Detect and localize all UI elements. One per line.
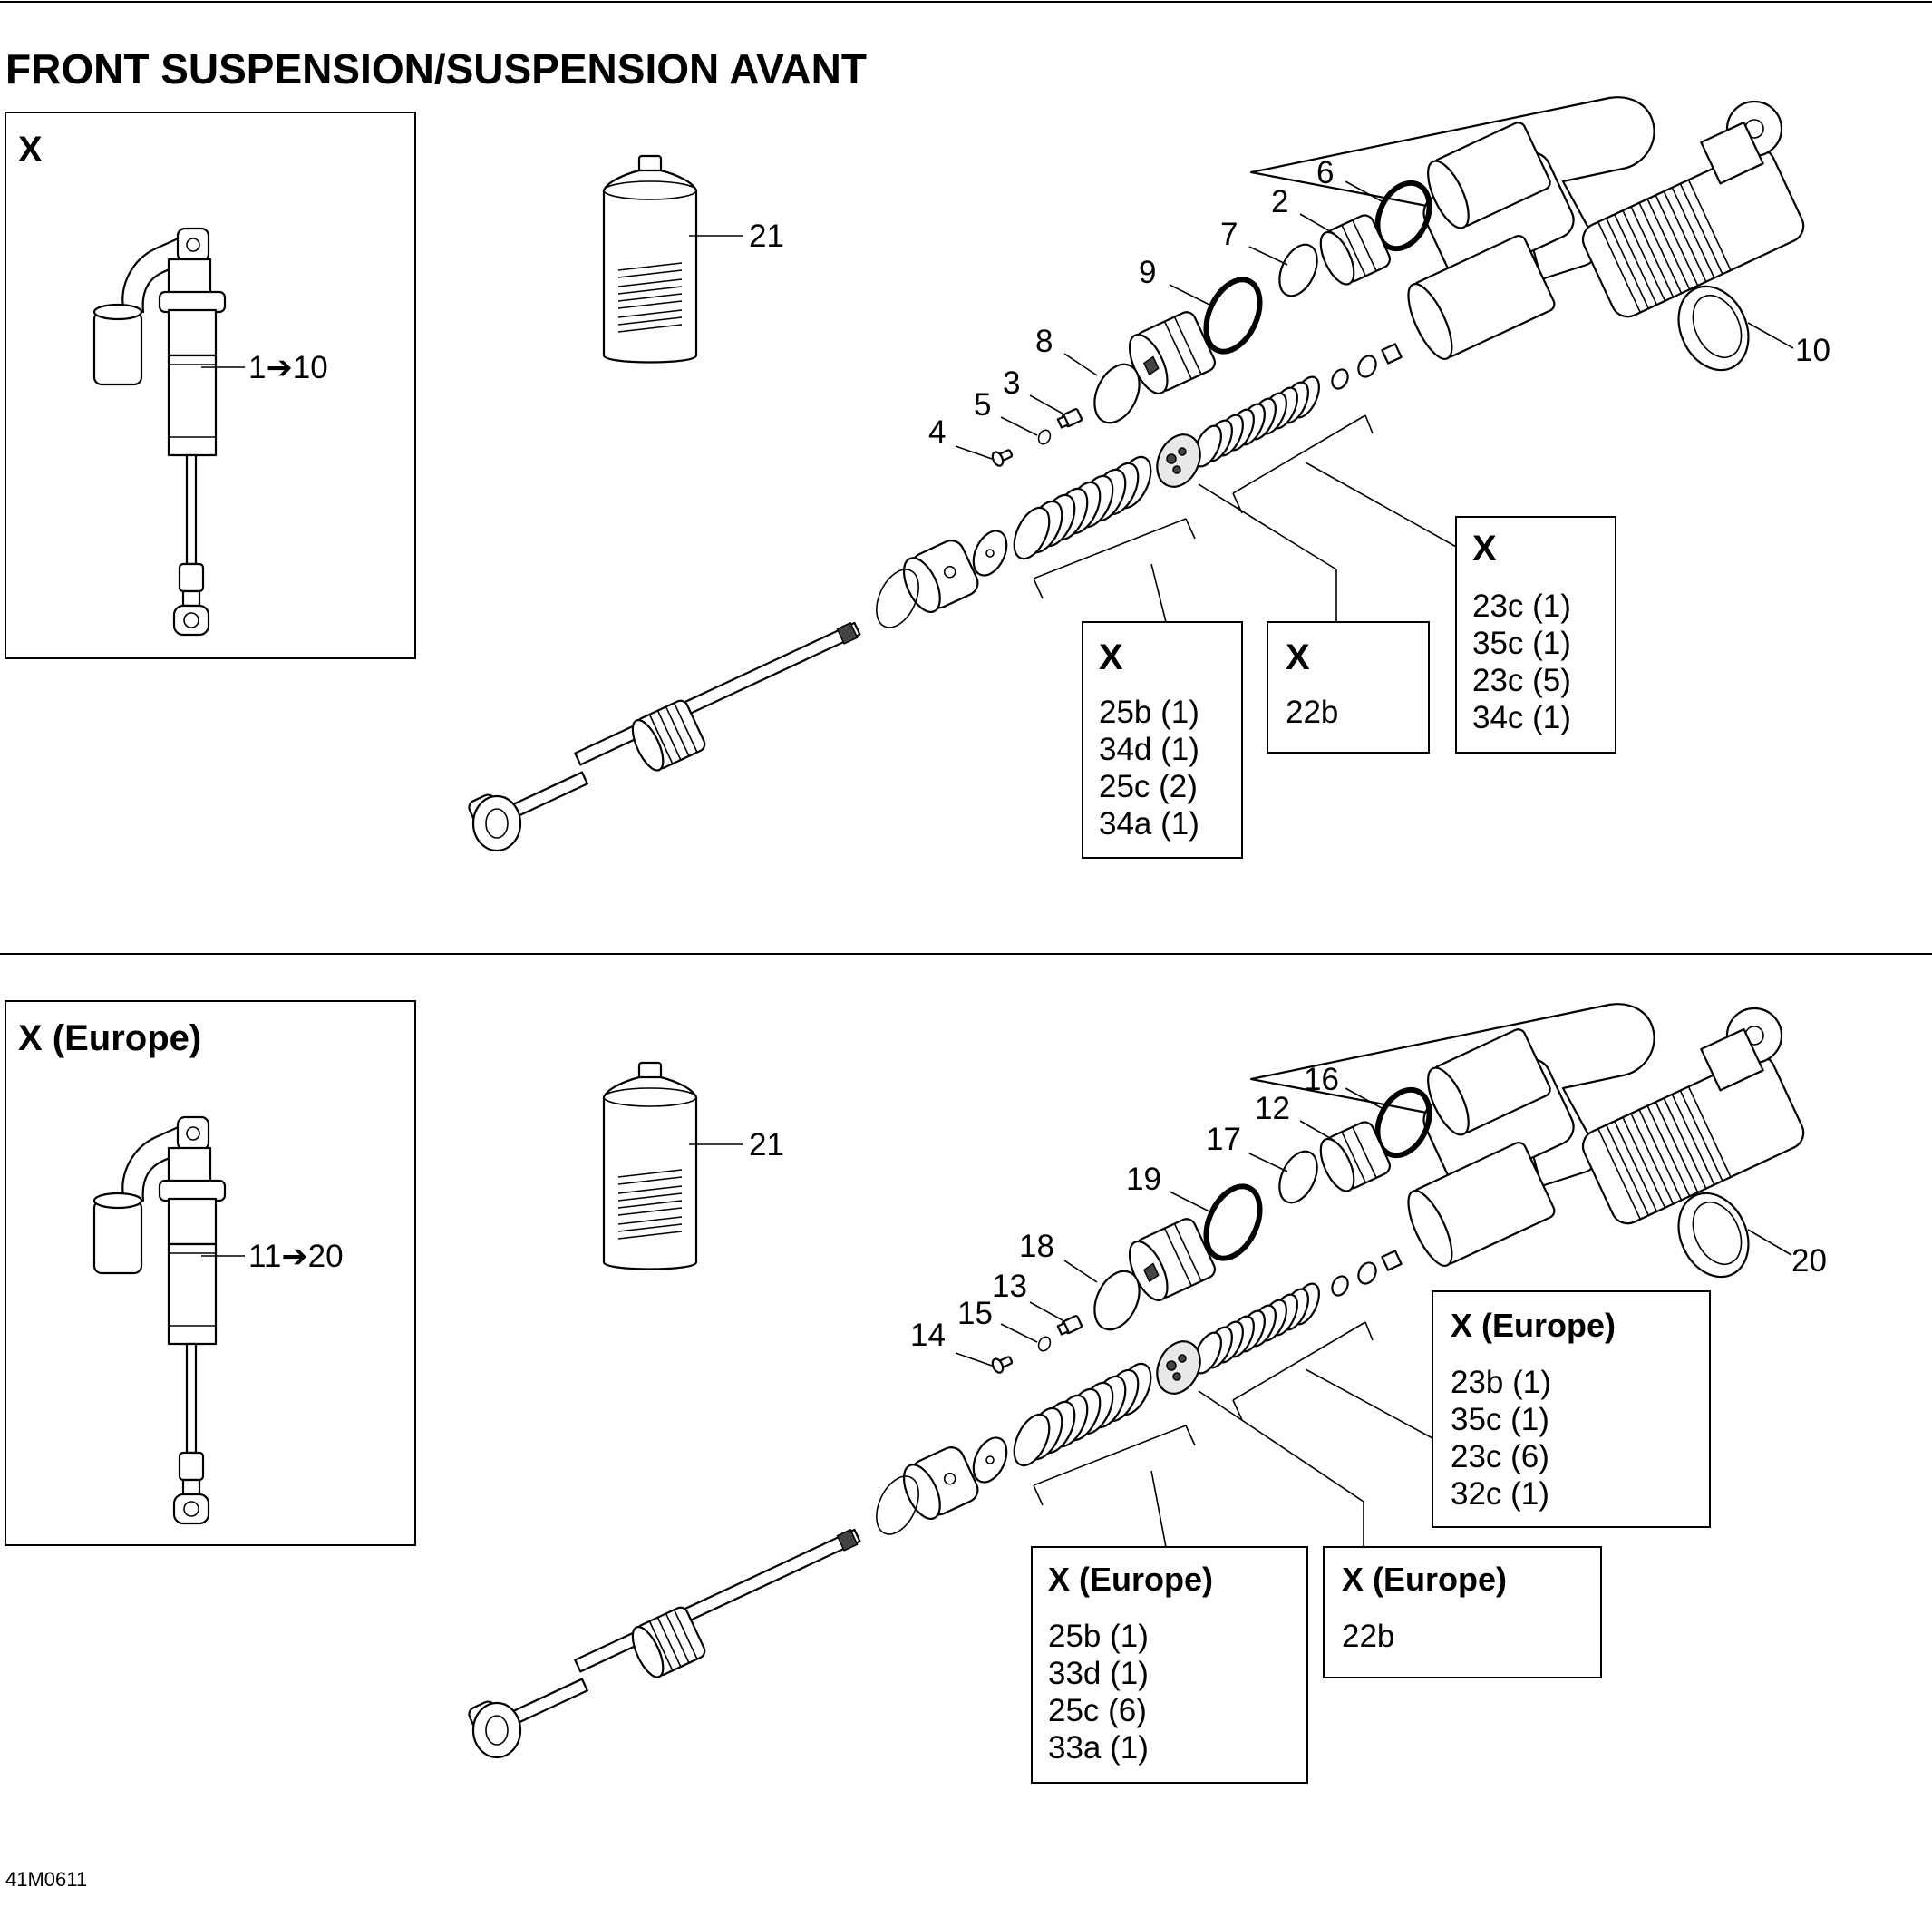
top-box-right-heading: X — [1472, 529, 1497, 569]
bottom-callout-12: 12 — [1255, 1091, 1290, 1126]
bottom-leader-box-right — [1305, 1368, 1433, 1439]
top-box-left-heading: X — [1099, 637, 1123, 677]
bottom-box-right-line-3: 23c (6) — [1451, 1439, 1549, 1474]
top-callout-10: 10 — [1795, 333, 1830, 368]
bottom-leader-17 — [1248, 1153, 1288, 1172]
bottom-leader-13 — [1029, 1301, 1063, 1321]
bottom-callout-13: 13 — [992, 1269, 1027, 1304]
bottom-box-right-line-4: 32c (1) — [1451, 1476, 1549, 1512]
bottom-bracket-upper-stack — [1232, 1321, 1374, 1421]
bottom-callout-16: 16 — [1304, 1062, 1339, 1097]
top-inset-range: 1➔10 — [248, 350, 328, 385]
top-box-right-line-2: 35c (1) — [1472, 626, 1571, 661]
top-box-right-line-3: 23c (5) — [1472, 663, 1571, 698]
bottom-callout-17: 17 — [1206, 1122, 1241, 1157]
top-leader-8 — [1063, 353, 1098, 376]
top-leader-5 — [1000, 416, 1038, 436]
top-box-left-line-4: 34a (1) — [1099, 806, 1199, 842]
bottom-leader-box-mid-a — [1198, 1390, 1364, 1503]
bottom-box-right — [1432, 1290, 1711, 1528]
top-leader-7 — [1248, 246, 1288, 266]
top-callout-2: 2 — [1271, 184, 1288, 219]
top-callout-8: 8 — [1035, 324, 1053, 359]
top-section: X 1➔10 21 6 2 7 9 8 3 5 4 10 — [5, 97, 1830, 859]
bottom-leader-16 — [1345, 1087, 1383, 1109]
top-box-mid — [1267, 621, 1430, 754]
top-leader-box-mid-a — [1198, 483, 1337, 570]
top-leader-9 — [1169, 284, 1210, 306]
top-leader-3 — [1029, 394, 1063, 414]
bottom-oil-bottle-image — [602, 1061, 698, 1270]
bottom-callout-19: 19 — [1126, 1162, 1161, 1197]
top-leader-6 — [1345, 180, 1383, 202]
top-box-left-line-2: 34d (1) — [1099, 732, 1199, 767]
bottom-leader-18 — [1063, 1260, 1098, 1283]
bottom-box-left — [1031, 1546, 1308, 1784]
top-leader-4 — [955, 445, 993, 460]
bottom-callout-18: 18 — [1019, 1229, 1054, 1264]
top-box-right-line-1: 23c (1) — [1472, 589, 1571, 624]
top-leader-2 — [1299, 213, 1335, 235]
bottom-inset-range: 11➔20 — [248, 1239, 344, 1274]
top-box-right — [1455, 516, 1616, 754]
bottom-section: X (Europe) 11➔20 21 16 12 17 19 18 13 15… — [5, 1000, 1827, 1784]
bottom-box-left-heading: X (Europe) — [1048, 1561, 1213, 1598]
bottom-bracket-lower-stack — [1033, 1425, 1196, 1506]
bottom-box-mid-heading: X (Europe) — [1342, 1561, 1507, 1598]
bottom-box-mid-line-1: 22b — [1342, 1619, 1394, 1654]
bottom-leader-19 — [1169, 1191, 1210, 1212]
bottom-box-left-line-4: 33a (1) — [1048, 1730, 1149, 1766]
top-box-right-line-4: 34c (1) — [1472, 700, 1571, 735]
bottom-box-right-heading: X (Europe) — [1451, 1307, 1616, 1344]
top-box-mid-line-1: 22b — [1286, 695, 1338, 730]
bottom-callout-14: 14 — [910, 1318, 946, 1353]
top-inset-label: X — [18, 130, 43, 170]
bottom-callout-20: 20 — [1791, 1243, 1827, 1279]
bottom-inset-label: X (Europe) — [18, 1018, 201, 1058]
top-callout-9: 9 — [1139, 255, 1156, 290]
bottom-leader-20 — [1747, 1229, 1792, 1256]
bottom-leader-12 — [1299, 1120, 1335, 1142]
top-box-left — [1082, 621, 1243, 859]
top-callout-3: 3 — [1003, 365, 1020, 401]
bottom-leader-15 — [1000, 1323, 1038, 1343]
bottom-box-right-line-2: 35c (1) — [1451, 1402, 1549, 1437]
bottom-callout-15: 15 — [957, 1296, 993, 1331]
bottom-leader-box-left — [1150, 1470, 1167, 1548]
top-callout-5: 5 — [974, 387, 991, 423]
top-callout-4: 4 — [928, 414, 946, 450]
bottom-box-left-line-2: 33d (1) — [1048, 1656, 1149, 1691]
top-box-left-line-1: 25b (1) — [1099, 695, 1199, 730]
bottom-leader-14 — [955, 1352, 993, 1367]
top-box-left-line-3: 25c (2) — [1099, 769, 1198, 804]
page-title: FRONT SUSPENSION/SUSPENSION AVANT — [5, 45, 867, 92]
top-bracket-lower-stack — [1033, 518, 1196, 599]
top-leader-box-left — [1150, 563, 1167, 623]
top-box-mid-heading: X — [1286, 637, 1310, 677]
bottom-box-mid — [1323, 1546, 1602, 1678]
bottom-box-right-line-1: 23b (1) — [1451, 1365, 1551, 1400]
bottom-box-left-line-3: 25c (6) — [1048, 1693, 1147, 1728]
top-oil-label: 21 — [749, 219, 784, 254]
top-leader-box-right — [1305, 462, 1459, 549]
top-callout-6: 6 — [1316, 155, 1334, 190]
drawing-code: 41M0611 — [5, 1868, 87, 1891]
bottom-box-left-line-1: 25b (1) — [1048, 1619, 1149, 1654]
top-leader-10 — [1747, 322, 1794, 349]
top-callout-7: 7 — [1220, 217, 1238, 252]
top-oil-bottle-image — [602, 154, 698, 364]
bottom-oil-label: 21 — [749, 1127, 784, 1163]
